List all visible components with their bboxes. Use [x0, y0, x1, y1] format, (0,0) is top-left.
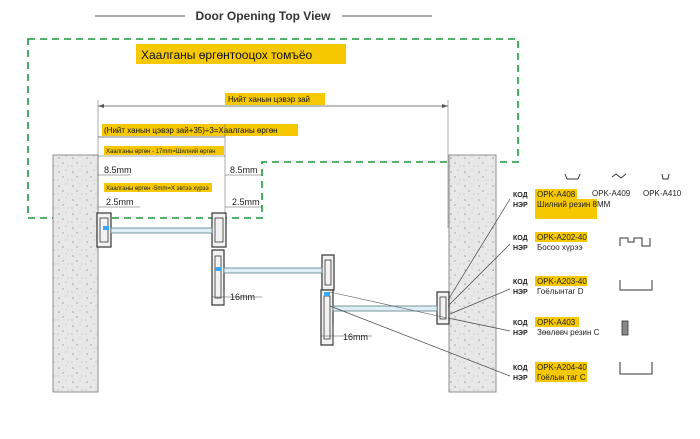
- part-4-name-label: НЭР: [513, 375, 528, 382]
- part-1-name: Босоо хүрээ: [537, 243, 583, 252]
- part-2-name: Гоёлынтаг D: [537, 287, 584, 296]
- door-panel-3: [320, 289, 450, 346]
- dim-16a: 16mm: [230, 292, 255, 302]
- part-0-code-label: КОД: [513, 192, 528, 199]
- door-opening-outline: [27, 38, 519, 219]
- part-item-3: КОД НЭР OPK-A403 Зөөлөвч резин C: [513, 317, 629, 337]
- part-1-code-label: КОД: [513, 235, 528, 242]
- part-2-code-label: КОД: [513, 279, 528, 286]
- part-item-4: КОД НЭР OPK-A204-40 Гоёлын таг C: [513, 362, 653, 382]
- overall-dim-bg: [225, 93, 325, 105]
- part-2-name-label: НЭР: [513, 289, 528, 296]
- dim-85-left: 8.5mm: [104, 165, 132, 175]
- part-3-code: OPK-A403: [537, 318, 576, 327]
- part-3-code-label: КОД: [513, 320, 528, 327]
- part-item-0: КОД НЭР OPK-A408 Шилний резин 8ММ OPK-A4…: [513, 173, 682, 219]
- part-0-alt1: OPK-A409: [592, 189, 631, 198]
- part-0-alt2: OPK-A410: [643, 189, 682, 198]
- part-4-name: Гоёлын таг C: [537, 373, 586, 382]
- leader-lines: [329, 198, 511, 377]
- part-3-name: Зөөлөвч резин C: [537, 328, 600, 337]
- part-4-code-label: КОД: [513, 365, 528, 372]
- page-title: Door Opening Top View: [196, 9, 332, 23]
- note2-text: Хаалганы өргөн -5mm=Х эвтээ хүрээ: [106, 186, 209, 192]
- part-item-1: КОД НЭР OPK-A202-40 Босоо хүрээ: [513, 232, 651, 252]
- note2-bg: [104, 183, 212, 192]
- part-2-code: OPK-A203-40: [537, 277, 587, 286]
- formula-banner: Хаалганы өргөнтооцох томъёо: [141, 48, 313, 62]
- part-1-code: OPK-A202-40: [537, 233, 587, 242]
- overall-dim-label: Нийт ханын цэвэр зай: [228, 95, 310, 104]
- part-4-code: OPK-A204-40: [537, 363, 587, 372]
- formula-bg: [102, 124, 298, 136]
- right-wall: [448, 154, 497, 393]
- part-0-name: Шилний резин 8ММ: [537, 200, 611, 209]
- part-item-2: КОД НЭР OPK-A203-40 Гоёлынтаг D: [513, 276, 653, 296]
- door-panel-2: [211, 249, 335, 306]
- door-panel-1: [96, 212, 227, 248]
- part-0-name-label: НЭР: [513, 202, 528, 209]
- left-wall: [52, 154, 99, 393]
- dim-25-left: 2.5mm: [106, 197, 134, 207]
- formula-banner-bg: [136, 44, 346, 64]
- dim-85-right: 8.5mm: [230, 165, 258, 175]
- dim-25-right: 2.5mm: [232, 197, 260, 207]
- note1-text: Хаалганы өргөн - 17mm=Шилний өргөн: [106, 148, 215, 155]
- formula-text: (Нийт ханын цэвэр зай+35)÷3=Хаалганы өрг…: [104, 126, 278, 135]
- part-1-name-label: НЭР: [513, 245, 528, 252]
- note1-bg: [104, 146, 224, 155]
- part-0-code: OPK-A408: [537, 190, 576, 199]
- part-3-name-label: НЭР: [513, 330, 528, 337]
- dim-16b: 16mm: [343, 332, 368, 342]
